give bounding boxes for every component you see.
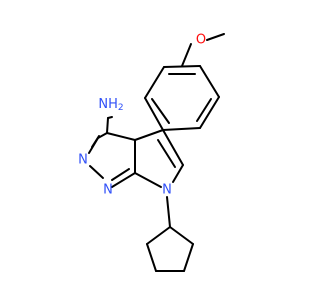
ring-nitrogen-top-label: N — [78, 153, 88, 168]
bond — [146, 226, 171, 245]
cyclopentyl-ring — [146, 226, 194, 272]
bond — [151, 98, 170, 124]
bond — [89, 165, 104, 179]
bond — [196, 98, 212, 122]
methoxyphenyl-ring — [144, 65, 220, 131]
ring-nitrogen-bottom-label: N — [103, 183, 113, 198]
bond — [97, 132, 108, 139]
bond — [199, 65, 220, 98]
bond — [181, 43, 192, 67]
bond — [183, 243, 194, 272]
molecule-structure: NH2 N N N O — [78, 33, 225, 272]
bond — [162, 127, 201, 131]
bond — [166, 196, 171, 228]
bond — [172, 164, 184, 183]
pyrrole-nitrogen-label: N — [162, 183, 172, 198]
methoxy-oxygen-label: O — [196, 33, 206, 48]
bond — [134, 129, 164, 141]
bond — [106, 132, 136, 141]
bond — [144, 97, 164, 131]
bond — [107, 116, 113, 119]
amine-label: NH2 — [98, 97, 123, 114]
bond — [169, 226, 194, 245]
bond — [146, 243, 157, 272]
bond — [162, 129, 184, 166]
bond — [157, 139, 176, 168]
pyrimidine-ring — [88, 116, 136, 188]
bond — [199, 96, 220, 129]
bond — [111, 172, 136, 188]
bond — [134, 172, 162, 188]
bond — [144, 66, 165, 99]
bond — [111, 168, 130, 181]
pyrrole-ring — [134, 129, 184, 188]
bond — [206, 33, 225, 41]
bond — [106, 117, 109, 134]
